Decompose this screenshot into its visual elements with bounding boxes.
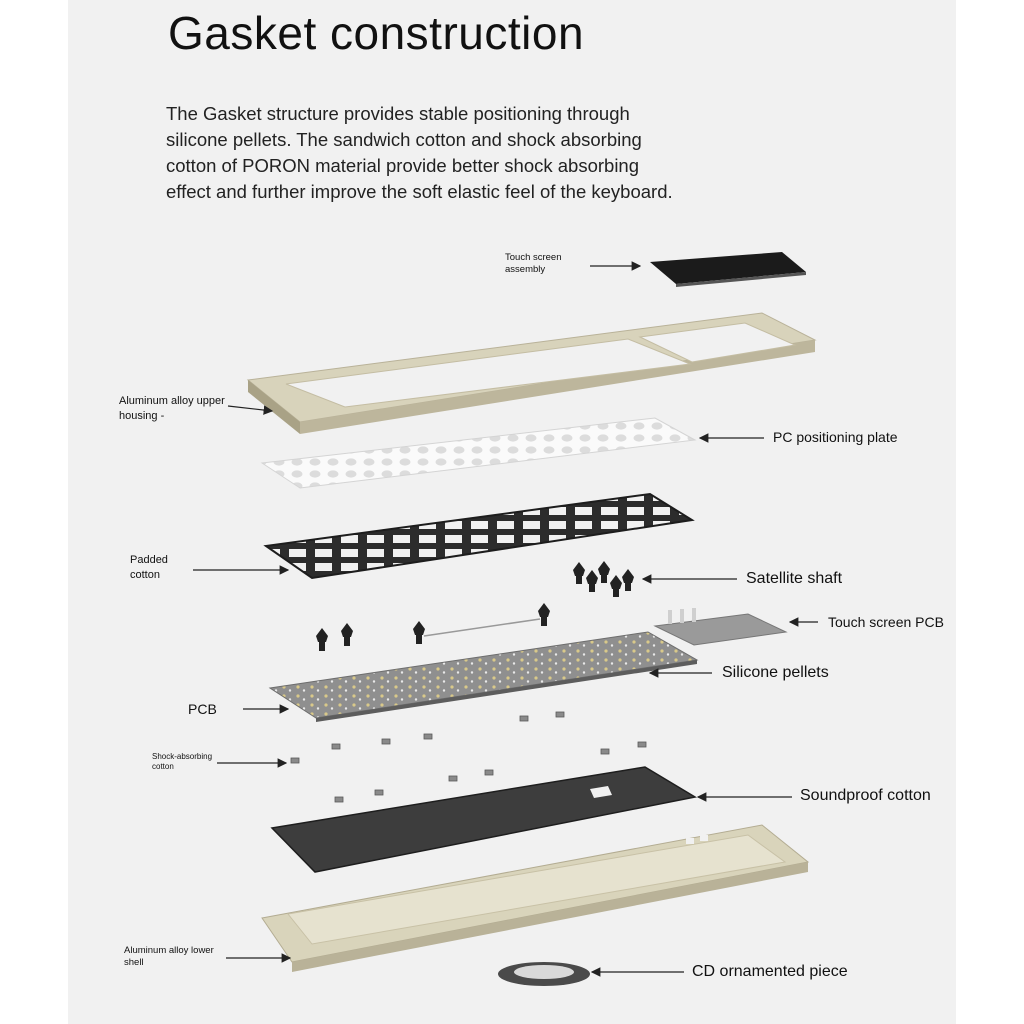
description-line: The Gasket structure provides stable pos… (166, 103, 630, 124)
cd-ornamented-piece (498, 962, 590, 986)
page-title: Gasket construction (168, 7, 585, 59)
description-line: effect and further improve the soft elas… (166, 181, 673, 202)
label-line: Aluminum alloy upper (119, 395, 225, 407)
label-line: Shock-absorbing (152, 752, 213, 761)
label-padded-cotton: Padded cotton (130, 553, 168, 583)
label-shock-absorbing-cotton: Shock-absorbing cotton (152, 752, 212, 772)
shock-absorbing-pellets (290, 711, 647, 803)
upper-housing (246, 312, 817, 434)
label-line: shell (124, 957, 144, 968)
pcb-board (268, 631, 699, 722)
label-pcb: PCB (188, 701, 217, 717)
touch-screen-pcb (653, 608, 788, 646)
label-line: cotton (152, 762, 174, 771)
arrow (227, 405, 274, 415)
label-pc-positioning-plate: PC positioning plate (773, 429, 898, 445)
soundproof-cotton (270, 766, 698, 873)
padded-cotton (263, 492, 695, 580)
label-line: cotton (130, 569, 160, 581)
label-line: Touch screen (505, 252, 562, 263)
description-line: silicone pellets. The sandwich cotton an… (166, 129, 642, 150)
label-cd-ornamented-piece: CD ornamented piece (692, 963, 848, 980)
label-line: Padded (130, 554, 168, 566)
label-satellite-shaft: Satellite shaft (746, 570, 843, 587)
label-silicone-pellets: Silicone pellets (722, 664, 829, 681)
touch-screen-assembly (650, 252, 806, 287)
description: The Gasket structure provides stable pos… (166, 101, 726, 205)
lower-shell (261, 824, 810, 972)
label-line: assembly (505, 264, 546, 275)
label-upper-housing: Aluminum alloy upper housing - (119, 394, 225, 424)
label-line: Aluminum alloy lower (124, 945, 214, 956)
label-line: housing - (119, 410, 165, 422)
label-soundproof-cotton: Soundproof cotton (800, 787, 931, 804)
satellite-shaft-group (316, 561, 634, 651)
label-touch-screen-pcb: Touch screen PCB (828, 614, 944, 630)
label-touch-screen-assembly: Touch screen assembly (505, 252, 562, 276)
label-lower-shell: Aluminum alloy lower shell (124, 945, 214, 969)
pc-positioning-plate (260, 417, 697, 489)
description-line: cotton of PORON material provide better … (166, 155, 640, 176)
